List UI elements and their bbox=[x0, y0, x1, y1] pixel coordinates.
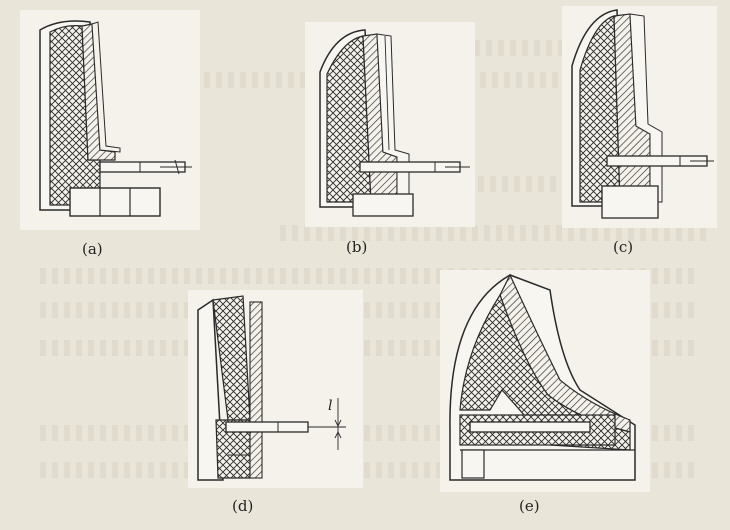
base-block bbox=[69, 187, 161, 217]
base-block bbox=[601, 185, 659, 219]
stripe-layer bbox=[249, 301, 263, 479]
base-block bbox=[461, 449, 485, 479]
pin bbox=[225, 421, 309, 433]
panel-e-caption: (e) bbox=[519, 497, 540, 515]
dimension-label: l bbox=[328, 398, 332, 414]
panel-a-caption: (a) bbox=[82, 240, 103, 258]
panel-a-drawing bbox=[20, 10, 200, 230]
background-text-line bbox=[280, 225, 710, 241]
panel-b-drawing bbox=[305, 22, 475, 227]
panel-c-drawing bbox=[562, 6, 717, 228]
outer-ply bbox=[629, 13, 663, 203]
base-block bbox=[352, 193, 414, 217]
panel-c-caption: (c) bbox=[613, 238, 634, 256]
outer-ply bbox=[91, 21, 121, 153]
panel-d-caption: (d) bbox=[232, 497, 254, 515]
panel-b-caption: (b) bbox=[346, 238, 368, 256]
panel-d-drawing: l bbox=[188, 290, 363, 488]
pin bbox=[469, 421, 591, 433]
panel-e-drawing bbox=[440, 270, 650, 492]
